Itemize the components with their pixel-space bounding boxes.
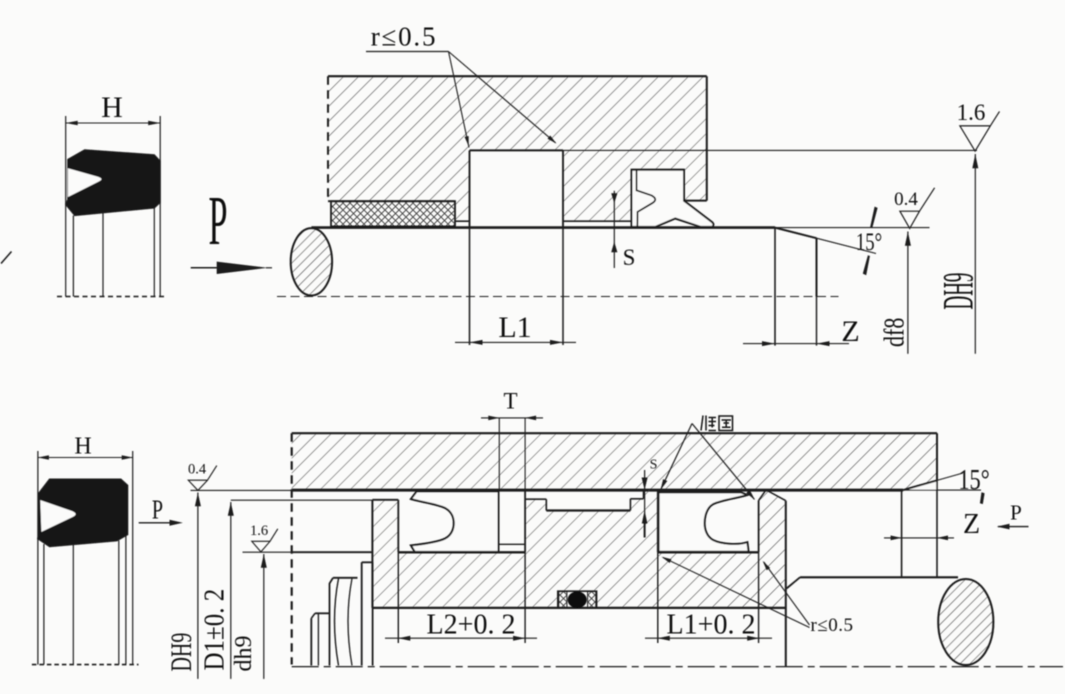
svg-text:Z: Z bbox=[841, 315, 859, 348]
svg-text:r≤0.5: r≤0.5 bbox=[810, 615, 853, 636]
svg-text:P: P bbox=[1010, 501, 1022, 525]
svg-text:Z: Z bbox=[963, 509, 980, 540]
svg-text:P: P bbox=[208, 182, 227, 260]
svg-text:dh9: dh9 bbox=[231, 636, 257, 672]
svg-text:D1±0. 2: D1±0. 2 bbox=[198, 589, 230, 671]
svg-text:0.4: 0.4 bbox=[188, 462, 207, 478]
svg-text:1.6: 1.6 bbox=[250, 523, 268, 539]
svg-text:L1: L1 bbox=[498, 311, 531, 344]
svg-text:DH9: DH9 bbox=[935, 273, 983, 310]
svg-text:df8: df8 bbox=[878, 318, 911, 347]
svg-text:H: H bbox=[101, 91, 123, 124]
svg-text:S: S bbox=[623, 245, 636, 270]
svg-text:S: S bbox=[650, 458, 658, 473]
svg-text:T: T bbox=[503, 389, 517, 414]
svg-text:15°: 15° bbox=[856, 227, 882, 255]
svg-text:P: P bbox=[152, 496, 163, 526]
svg-text:15°: 15° bbox=[958, 465, 989, 496]
svg-text:H: H bbox=[74, 434, 91, 460]
svg-text:r≤0.5: r≤0.5 bbox=[371, 22, 438, 52]
svg-text:DH9: DH9 bbox=[164, 633, 198, 672]
svg-text:L1+0. 2: L1+0. 2 bbox=[667, 610, 756, 641]
svg-text:L2+0. 2: L2+0. 2 bbox=[427, 610, 516, 641]
svg-text:0.4: 0.4 bbox=[894, 189, 918, 210]
svg-text:1.6: 1.6 bbox=[957, 100, 986, 125]
